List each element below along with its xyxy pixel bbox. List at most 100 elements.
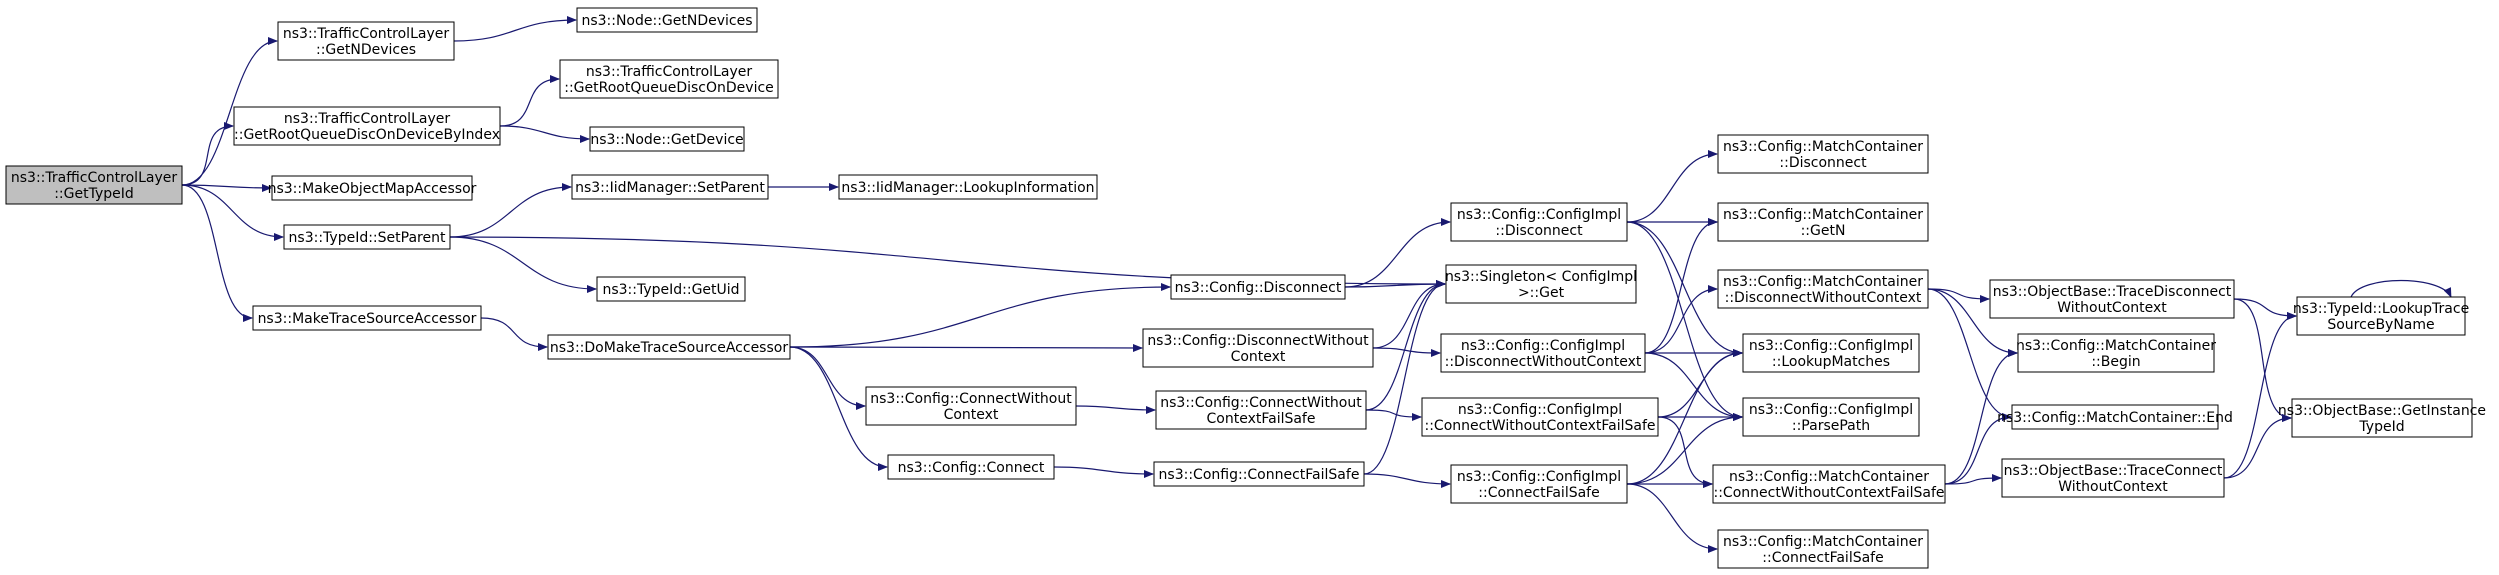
graph-node-cidisc[interactable]: ns3::Config::ConfigImpl::Disconnect (1450, 202, 1628, 242)
call-edge-gnd-to-ndev (453, 16, 577, 42)
node-box (277, 21, 455, 61)
call-edge-tilts-to-tilts (2350, 279, 2452, 298)
graph-node-cicwcfs[interactable]: ns3::Config::ConfigImpl::ConnectWithoutC… (1421, 397, 1659, 437)
graph-node-cconn[interactable]: ns3::Config::Connect (887, 454, 1055, 480)
graph-node-root[interactable]: ns3::TrafficControlLayer::GetTypeId (5, 165, 183, 205)
node-label: ns3::Config::MatchContainer (2016, 338, 2216, 354)
graph-node-single[interactable]: ns3::Singleton< ConfigImpl >::Get (1445, 264, 1637, 304)
node-label: ns3::Singleton< ConfigImpl (1445, 269, 1637, 285)
call-edge-cidisc-to-cilm (1626, 221, 1743, 357)
node-box (1989, 279, 2235, 319)
node-label: ::GetRootQueueDiscOnDeviceByIndex (234, 127, 500, 143)
node-label: ns3::Node::GetNDevices (581, 13, 752, 29)
graph-node-mcgetn[interactable]: ns3::Config::MatchContainer::GetN (1717, 202, 1929, 242)
node-label: WithoutContext (2058, 479, 2168, 495)
graph-node-mcdisc[interactable]: ns3::Config::MatchContainer::Disconnect (1717, 134, 1929, 174)
call-edge-cicfs-to-mccfs (1626, 483, 1718, 553)
node-label: ns3::Config::ConfigImpl (1457, 207, 1621, 223)
node-label: ns3::Config::MatchContainer (1729, 469, 1929, 485)
node-label: ns3::Config::MatchContainer::End (1997, 410, 2233, 426)
node-box (271, 175, 473, 201)
graph-node-getdev[interactable]: ns3::Node::GetDevice (589, 126, 745, 152)
call-edge-obtdwc-to-tilts (2233, 298, 2297, 320)
node-box (1421, 397, 1659, 437)
call-edge-dmtsa-to-ccwc (789, 346, 866, 410)
node-label: Context (944, 407, 999, 423)
node-label: ns3::IidManager::SetParent (575, 180, 765, 196)
graph-node-tisp[interactable]: ns3::TypeId::SetParent (283, 224, 451, 250)
graph-node-mccwcfs[interactable]: ns3::Config::MatchContainer::ConnectWith… (1712, 464, 1946, 504)
call-edge-mcdwc-to-obtdwc (1927, 288, 1990, 303)
graph-node-iidsp[interactable]: ns3::IidManager::SetParent (571, 174, 769, 200)
node-box (838, 174, 1098, 200)
node-box (596, 276, 746, 302)
node-label: ns3::Config::ConnectFailSafe (1159, 467, 1360, 483)
graph-node-iidli[interactable]: ns3::IidManager::LookupInformation (838, 174, 1098, 200)
graph-node-grq2[interactable]: ns3::TrafficControlLayer::GetRootQueueDi… (559, 59, 779, 99)
graph-node-grq[interactable]: ns3::TrafficControlLayer::GetRootQueueDi… (233, 106, 501, 146)
graph-node-obtdwc[interactable]: ns3::ObjectBase::TraceDisconnectWithoutC… (1989, 279, 2235, 319)
node-label: ns3::TrafficControlLayer (11, 170, 177, 186)
graph-node-cicfs[interactable]: ns3::Config::ConfigImpl::ConnectFailSafe (1450, 464, 1628, 504)
call-edge-cdwc-to-cidwc (1372, 347, 1441, 357)
graph-node-obtcwc[interactable]: ns3::ObjectBase::TraceConnectWithoutCont… (2001, 458, 2225, 498)
node-box (547, 334, 791, 360)
node-box (589, 126, 745, 152)
node-box (1153, 461, 1365, 487)
node-label: ns3::MakeObjectMapAccessor (268, 181, 477, 197)
node-label: TypeId (2358, 419, 2404, 435)
node-label: ns3::Node::GetDevice (590, 132, 743, 148)
graph-node-mtsa[interactable]: ns3::MakeTraceSourceAccessor (252, 305, 482, 331)
graph-node-cipp[interactable]: ns3::Config::ConfigImpl::ParsePath (1742, 397, 1920, 437)
node-box (1170, 274, 1346, 300)
node-label: ::Disconnect (1495, 223, 1583, 239)
node-box (1445, 264, 1637, 304)
call-edge-obtcwc-to-obgit (2223, 414, 2292, 479)
call-edge-dmtsa-to-cconn (789, 346, 888, 471)
graph-node-ccwcfs[interactable]: ns3::Config::ConnectWithoutContextFailSa… (1155, 390, 1367, 430)
node-label: ns3::Config::Disconnect (1175, 280, 1342, 296)
node-label: ns3::Config::ConnectWithout (1160, 395, 1362, 411)
call-edge-root-to-tisp (181, 184, 284, 241)
node-label: ::Begin (2091, 354, 2140, 370)
call-edge-ccwc-to-ccwcfs (1075, 405, 1156, 414)
graph-node-mcbegin[interactable]: ns3::Config::MatchContainer::Begin (2016, 333, 2216, 373)
node-label: ::ConnectWithoutContextFailSafe (1713, 485, 1944, 501)
graph-node-ndev[interactable]: ns3::Node::GetNDevices (576, 7, 758, 33)
graph-node-cilm[interactable]: ns3::Config::ConfigImpl::LookupMatches (1742, 333, 1920, 373)
graph-node-mcdwc[interactable]: ns3::Config::MatchContainer::DisconnectW… (1717, 269, 1929, 309)
graph-node-dmtsa[interactable]: ns3::DoMakeTraceSourceAccessor (547, 334, 791, 360)
graph-node-ccwc[interactable]: ns3::Config::ConnectWithoutContext (865, 386, 1077, 426)
graph-node-mcend[interactable]: ns3::Config::MatchContainer::End (1997, 404, 2233, 430)
graph-node-cdisc[interactable]: ns3::Config::Disconnect (1170, 274, 1346, 300)
graph-node-mccfs[interactable]: ns3::Config::MatchContainer::ConnectFail… (1717, 529, 1929, 569)
node-box (5, 165, 183, 205)
call-edge-dmtsa-to-cdwc (789, 343, 1143, 352)
node-box (2017, 333, 2215, 373)
node-box (1717, 134, 1929, 174)
node-label: ::GetN (1801, 223, 1846, 239)
call-edge-cidwc-to-mcdwc (1644, 285, 1718, 354)
node-box (865, 386, 1077, 426)
node-label: ns3::Config::ConfigImpl (1457, 469, 1621, 485)
node-label: ns3::TrafficControlLayer (586, 64, 752, 80)
graph-node-ccfs[interactable]: ns3::Config::ConnectFailSafe (1153, 461, 1365, 487)
node-label: ns3::MakeTraceSourceAccessor (258, 311, 477, 327)
graph-node-momap[interactable]: ns3::MakeObjectMapAccessor (268, 175, 477, 201)
node-label: WithoutContext (2057, 300, 2167, 316)
graph-node-tiuid[interactable]: ns3::TypeId::GetUid (596, 276, 746, 302)
call-edge-cidwc-to-mcgetn (1644, 218, 1718, 354)
node-label: ::ConnectFailSafe (1762, 550, 1883, 566)
graph-node-gnd[interactable]: ns3::TrafficControlLayer::GetNDevices (277, 21, 455, 61)
graph-node-cdwc[interactable]: ns3::Config::DisconnectWithoutContext (1142, 328, 1374, 368)
call-edge-root-to-mtsa (181, 184, 253, 322)
call-edge-mccwcfs-to-mcbegin (1944, 349, 2018, 485)
call-edge-grq-to-getdev (499, 125, 590, 143)
graph-node-cidwc[interactable]: ns3::Config::ConfigImpl::DisconnectWitho… (1440, 333, 1646, 373)
node-box (559, 59, 779, 99)
node-label: ::ConnectFailSafe (1478, 485, 1599, 501)
node-box (887, 454, 1055, 480)
